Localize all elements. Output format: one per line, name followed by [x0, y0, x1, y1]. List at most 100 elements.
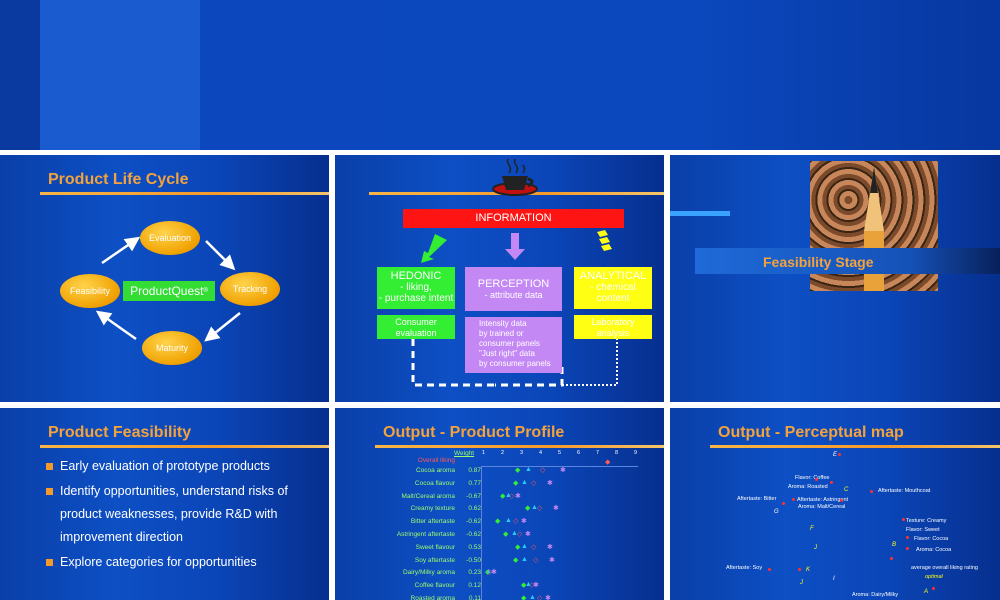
- analytical-box: ANALYTICAL - chemical content: [574, 267, 652, 309]
- bullet-text: Early evaluation of prototype products: [60, 459, 270, 473]
- profile-row-label: Creamy texture: [410, 505, 455, 513]
- slide-product-profile[interactable]: Output - Product Profile Weight Overall …: [335, 408, 664, 600]
- productquest-text: ProductQuest: [130, 284, 204, 298]
- profile-row-weight: -0.50: [466, 556, 481, 564]
- perceptual-label: Flavor: Cocoa: [914, 536, 949, 542]
- hedonic-box: HEDONIC - liking, - purchase intent: [377, 267, 455, 309]
- profile-marker: ✱: [515, 492, 521, 500]
- title-band: [695, 248, 1000, 274]
- perceptual-label: Flavor: Coffee: [795, 475, 830, 481]
- perceptual-label: Aftertaste: Bitter: [737, 496, 777, 502]
- perception-d2: by trained or: [479, 329, 524, 338]
- profile-marker: ▲: [525, 466, 532, 473]
- bullet-text: Identify opportunities, understand risks…: [60, 484, 288, 544]
- map-point: [906, 536, 909, 539]
- profile-marker: ▲: [521, 478, 528, 486]
- hedonic-detail: Consumer evaluation: [377, 315, 455, 339]
- profile-row-weight: 0.77: [468, 479, 481, 487]
- bullet-item: Explore categories for opportunities: [46, 551, 329, 574]
- map-point: [840, 499, 843, 502]
- profile-marker: ▲: [531, 504, 538, 512]
- profile-marker: ◆: [515, 543, 521, 551]
- profile-marker: ▲: [511, 530, 518, 537]
- stage-evaluation: Evaluation: [140, 221, 200, 255]
- profile-marker: ▲: [505, 517, 512, 525]
- bullet-square-icon: [46, 559, 53, 566]
- bullet-square-icon: [46, 488, 53, 495]
- stage-maturity: Maturity: [142, 331, 202, 365]
- profile-marker: ◇: [487, 569, 493, 577]
- profile-row-weight: 0.11: [468, 595, 481, 600]
- perception-title: PERCEPTION: [477, 278, 550, 290]
- profile-row-weight: 0.62: [468, 505, 481, 513]
- profile-marker: ✱: [521, 518, 527, 526]
- perceptual-label: Aroma: Dairy/Milky: [852, 592, 899, 598]
- slide-product-life-cycle[interactable]: Product Life Cycle Evaluation Tracking M…: [0, 155, 329, 402]
- profile-marker: ✱: [553, 505, 559, 513]
- profile-marker: ✱: [533, 582, 539, 590]
- analytical-line2: content: [596, 293, 630, 304]
- title-rule: [40, 192, 329, 195]
- perceptual-label: optimal: [925, 574, 943, 580]
- profile-row-weight: -0.62: [466, 531, 481, 538]
- scale-tick: 5: [558, 450, 562, 456]
- profile-marker: ✱: [549, 556, 555, 564]
- product-point-label: G: [774, 509, 779, 515]
- map-point: [830, 481, 833, 484]
- profile-marker: ◇: [529, 582, 535, 590]
- profile-marker: ▲: [521, 555, 528, 563]
- perceptual-label: Aftertaste: Soy: [726, 565, 763, 571]
- slide-title: Output - Product Profile: [383, 424, 565, 441]
- map-point: [932, 587, 935, 590]
- analytical-title: ANALYTICAL: [579, 270, 647, 282]
- profile-marker: ◇: [517, 531, 523, 538]
- bullet-item: Identify opportunities, understand risks…: [46, 480, 310, 549]
- scale-tick: 1: [482, 450, 486, 456]
- perceptual-label: Texture: Creamy: [906, 518, 947, 524]
- scale-tick: 6: [577, 450, 581, 456]
- perceptual-label: Aroma: Cocoa: [916, 547, 952, 553]
- profile-marker: ▲: [521, 542, 528, 550]
- perception-line1: - attribute data: [484, 290, 543, 300]
- slide-product-feasibility[interactable]: Product Feasibility Early evaluation of …: [0, 408, 329, 600]
- slide-feasibility-stage[interactable]: Feasibility Stage: [670, 155, 1000, 402]
- profile-marker: ✱: [547, 479, 553, 487]
- perceptual-label: Flavor: Sweet: [906, 527, 940, 533]
- profile-marker: ◆: [521, 595, 527, 600]
- product-point-label: K: [806, 567, 811, 573]
- profile-row-label: Soy aftertaste: [414, 556, 455, 564]
- profile-marker: ◆: [515, 467, 521, 474]
- profile-marker: ◇: [537, 505, 543, 513]
- perception-d4: "Just right" data: [479, 349, 535, 358]
- accent-bar: [670, 211, 730, 216]
- profile-row-label: Sweet flavour: [415, 543, 455, 551]
- top-slide[interactable]: [0, 0, 1000, 150]
- perceptual-label: Aroma: Malt/Cereal: [798, 504, 846, 510]
- profile-row-label: Bitter aftertaste: [410, 518, 455, 526]
- profile-marker: ◆: [500, 492, 506, 500]
- profile-marker: ◆: [503, 531, 509, 538]
- hedonic-title: HEDONIC: [390, 270, 442, 282]
- slide-information[interactable]: INFORMATION HEDONIC - liking, - purchase…: [335, 155, 664, 402]
- profile-marker: ◆: [513, 479, 519, 487]
- map-point: [906, 547, 909, 550]
- product-point-label: J: [814, 545, 817, 551]
- product-point-label: I: [833, 576, 835, 582]
- profile-marker: ▲: [525, 581, 532, 589]
- product-point-label: B: [892, 542, 897, 548]
- map-point: [838, 453, 841, 456]
- perception-box: PERCEPTION - attribute data: [465, 267, 562, 311]
- scale-tick: 9: [634, 450, 638, 456]
- profile-plot: [481, 466, 638, 600]
- perceptual-label: Aftertaste: Astringent: [797, 497, 849, 503]
- hedonic-detail2: evaluation: [395, 328, 437, 338]
- productquest-label: ProductQuest®: [123, 281, 215, 301]
- stage-feasibility: Feasibility: [60, 274, 120, 308]
- title-rule: [375, 445, 664, 448]
- perceptual-label: Aftertaste: Mouthcoat: [878, 488, 931, 494]
- profile-row-label: Dairy/Milky aroma: [402, 569, 455, 577]
- product-point-label: J: [800, 580, 803, 586]
- perception-d5: by consumer panels: [479, 359, 551, 368]
- profile-row-label: Roasted aroma: [410, 595, 455, 600]
